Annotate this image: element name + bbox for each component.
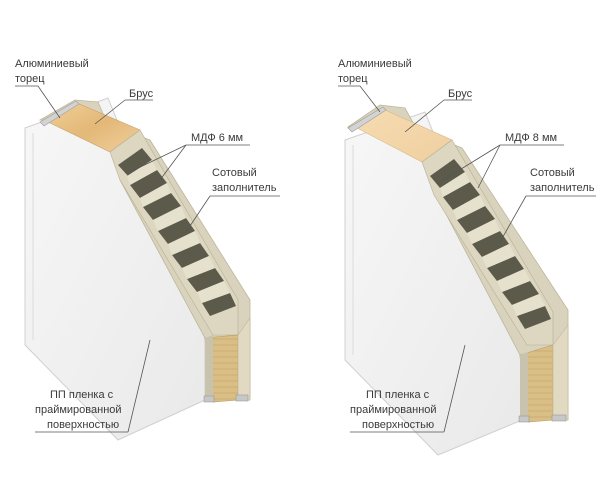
left-label-beam: Брус — [129, 88, 154, 100]
right-label-beam: Брус — [448, 88, 473, 100]
right-label-honeycomb: Сотовый — [530, 167, 575, 179]
right-label-honeycomb-line2: заполнитель — [530, 182, 595, 194]
left-honeycomb-cells — [118, 148, 236, 316]
right-door-cross-section — [344, 104, 569, 456]
left-labels: Алюминиевый торец Брус МДФ 6 мм Сотовый … — [15, 58, 280, 433]
right-label-mdf: МДФ 8 мм — [505, 132, 557, 144]
right-label-aluminum-edge: Алюминиевый — [338, 58, 412, 70]
left-label-aluminum-edge-line2: торец — [15, 73, 45, 85]
left-label-aluminum-edge: Алюминиевый — [15, 58, 89, 70]
right-label-film-line3: поверхностью — [362, 419, 434, 431]
right-label-aluminum-edge-line2: торец — [338, 73, 368, 85]
left-door-cross-section — [24, 97, 251, 441]
left-label-film-line2: праймированной — [35, 404, 122, 416]
left-aluminum-edge — [39, 100, 80, 127]
right-label-film-line2: праймированной — [350, 404, 437, 416]
left-label-film: ПП пленка с — [50, 389, 114, 401]
right-honeycomb-cells — [430, 159, 551, 329]
left-label-honeycomb-line2: заполнитель — [212, 182, 277, 194]
left-label-film-line3: поверхностью — [47, 419, 119, 431]
right-label-film: ПП пленка с — [366, 389, 430, 401]
right-labels: Алюминиевый торец Брус МДФ 8 мм Сотовый … — [338, 58, 596, 433]
right-aluminum-edge — [347, 106, 387, 133]
left-label-mdf: МДФ 6 мм — [191, 132, 243, 144]
left-label-honeycomb: Сотовый — [212, 167, 257, 179]
